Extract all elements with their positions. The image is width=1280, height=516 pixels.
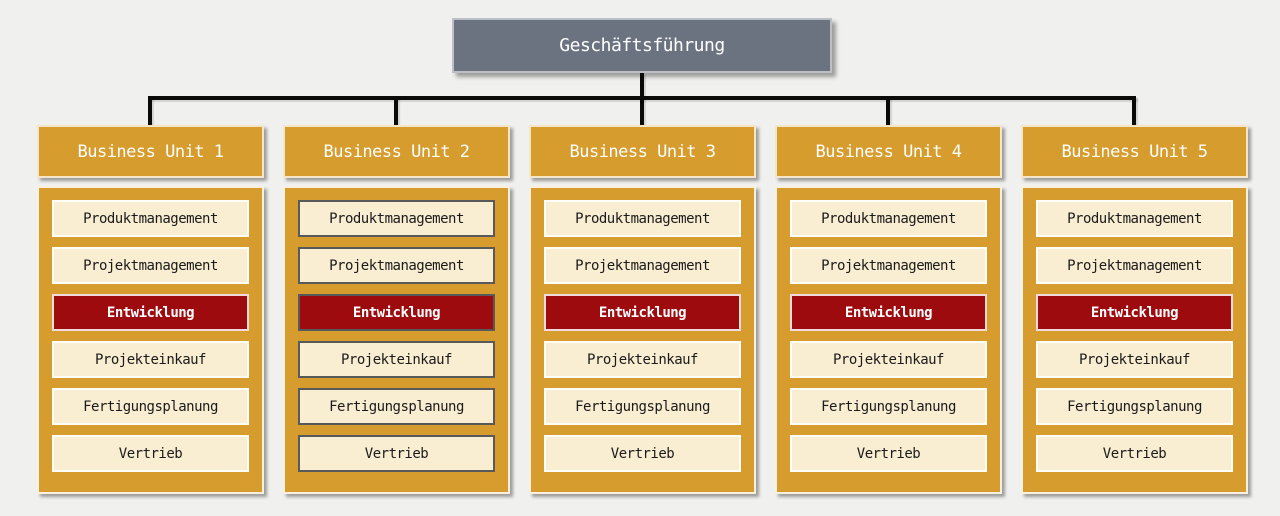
department-item-highlighted: Entwicklung [544, 294, 741, 331]
connector-drop-unit2 [394, 96, 398, 127]
department-item: Fertigungsplanung [790, 388, 987, 425]
connector-drop-unit1 [148, 96, 152, 127]
connector-drop-unit5 [1132, 96, 1136, 127]
department-item-highlighted: Entwicklung [298, 294, 495, 331]
department-item: Produktmanagement [790, 200, 987, 237]
department-item: Projektmanagement [544, 247, 741, 284]
department-item: Vertrieb [790, 435, 987, 472]
department-item: Projekteinkauf [1036, 341, 1233, 378]
department-item: Projektmanagement [52, 247, 249, 284]
department-item: Fertigungsplanung [298, 388, 495, 425]
department-item: Vertrieb [544, 435, 741, 472]
department-item: Vertrieb [52, 435, 249, 472]
business-unit-header: Business Unit 5 [1021, 125, 1248, 178]
department-item: Projekteinkauf [52, 341, 249, 378]
business-unit-header: Business Unit 4 [775, 125, 1002, 178]
connector-stem [640, 73, 644, 127]
department-item: Produktmanagement [1036, 200, 1233, 237]
department-item: Produktmanagement [544, 200, 741, 237]
root-node: Geschäftsführung [452, 18, 832, 73]
department-item-highlighted: Entwicklung [52, 294, 249, 331]
department-item: Projekteinkauf [298, 341, 495, 378]
department-item-highlighted: Entwicklung [1036, 294, 1233, 331]
department-item: Vertrieb [1036, 435, 1233, 472]
root-node-label: Geschäftsführung [559, 35, 725, 56]
department-item: Projekteinkauf [790, 341, 987, 378]
department-item: Projektmanagement [298, 247, 495, 284]
department-item: Vertrieb [298, 435, 495, 472]
department-item: Projektmanagement [790, 247, 987, 284]
connector-horizontal [148, 96, 1136, 100]
department-item-highlighted: Entwicklung [790, 294, 987, 331]
connector-drop-unit4 [886, 96, 890, 127]
department-item: Projektmanagement [1036, 247, 1233, 284]
business-unit-header: Business Unit 1 [37, 125, 264, 178]
department-item: Produktmanagement [52, 200, 249, 237]
department-item: Projekteinkauf [544, 341, 741, 378]
department-item: Produktmanagement [298, 200, 495, 237]
department-item: Fertigungsplanung [544, 388, 741, 425]
business-unit-header: Business Unit 3 [529, 125, 756, 178]
department-item: Fertigungsplanung [52, 388, 249, 425]
business-unit-header: Business Unit 2 [283, 125, 510, 178]
department-item: Fertigungsplanung [1036, 388, 1233, 425]
